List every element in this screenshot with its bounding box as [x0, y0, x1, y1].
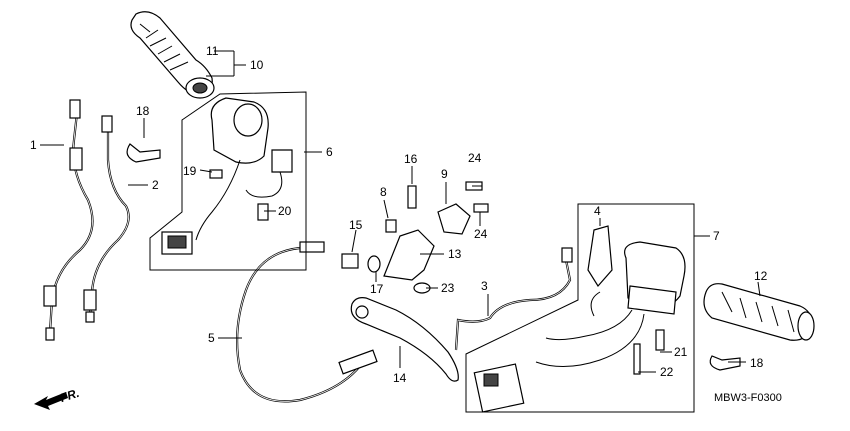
callout-2: 2 — [152, 178, 159, 192]
callout-4: 4 — [594, 204, 601, 218]
left-switch-housing — [473, 241, 686, 413]
throttle-housing — [161, 97, 293, 255]
callouts: 11 10 1 2 6 7 3 4 5 8 9 12 13 14 15 16 1… — [30, 44, 768, 385]
callout-5: 5 — [208, 331, 215, 345]
diagram-code: MBW3-F0300 — [714, 392, 782, 404]
direction-label: FR. — [58, 386, 81, 405]
group-box-7 — [465, 203, 695, 413]
callout-17: 17 — [370, 282, 384, 296]
callout-3: 3 — [481, 279, 488, 293]
callout-6: 6 — [326, 145, 333, 159]
callout-18: 18 — [750, 356, 764, 370]
left-grip — [703, 283, 815, 341]
callout-24: 24 — [468, 151, 482, 165]
leader-lines — [40, 50, 761, 373]
group-box-6 — [149, 91, 307, 271]
callout-1: 1 — [30, 138, 37, 152]
callout-16: 16 — [404, 152, 418, 166]
clutch-lever — [350, 297, 459, 382]
lever-bracket — [209, 169, 665, 375]
clutch-cable — [236, 241, 378, 403]
callout-10: 10 — [250, 58, 264, 72]
callout-11: 11 — [206, 44, 219, 58]
direction-arrow: FR. — [34, 386, 81, 410]
throttle-cables — [43, 99, 130, 341]
callout-19: 19 — [183, 164, 197, 178]
callout-20: 20 — [278, 204, 292, 218]
callout-12: 12 — [754, 269, 768, 283]
front-arrow-icon — [34, 392, 68, 410]
callout-18: 18 — [136, 104, 150, 118]
cable-clip — [126, 143, 161, 163]
callout-21: 21 — [674, 345, 688, 359]
callout-23: 23 — [441, 281, 455, 295]
callout-15: 15 — [349, 218, 363, 232]
callout-7: 7 — [713, 229, 720, 243]
callout-8: 8 — [380, 185, 387, 199]
callout-24: 24 — [474, 227, 488, 241]
throttle-grip — [130, 11, 215, 99]
cable-clip — [709, 355, 741, 371]
callout-14: 14 — [393, 371, 407, 385]
choke-cable — [454, 247, 573, 351]
callout-9: 9 — [441, 167, 448, 181]
callout-13: 13 — [448, 247, 462, 261]
callout-22: 22 — [660, 365, 674, 379]
